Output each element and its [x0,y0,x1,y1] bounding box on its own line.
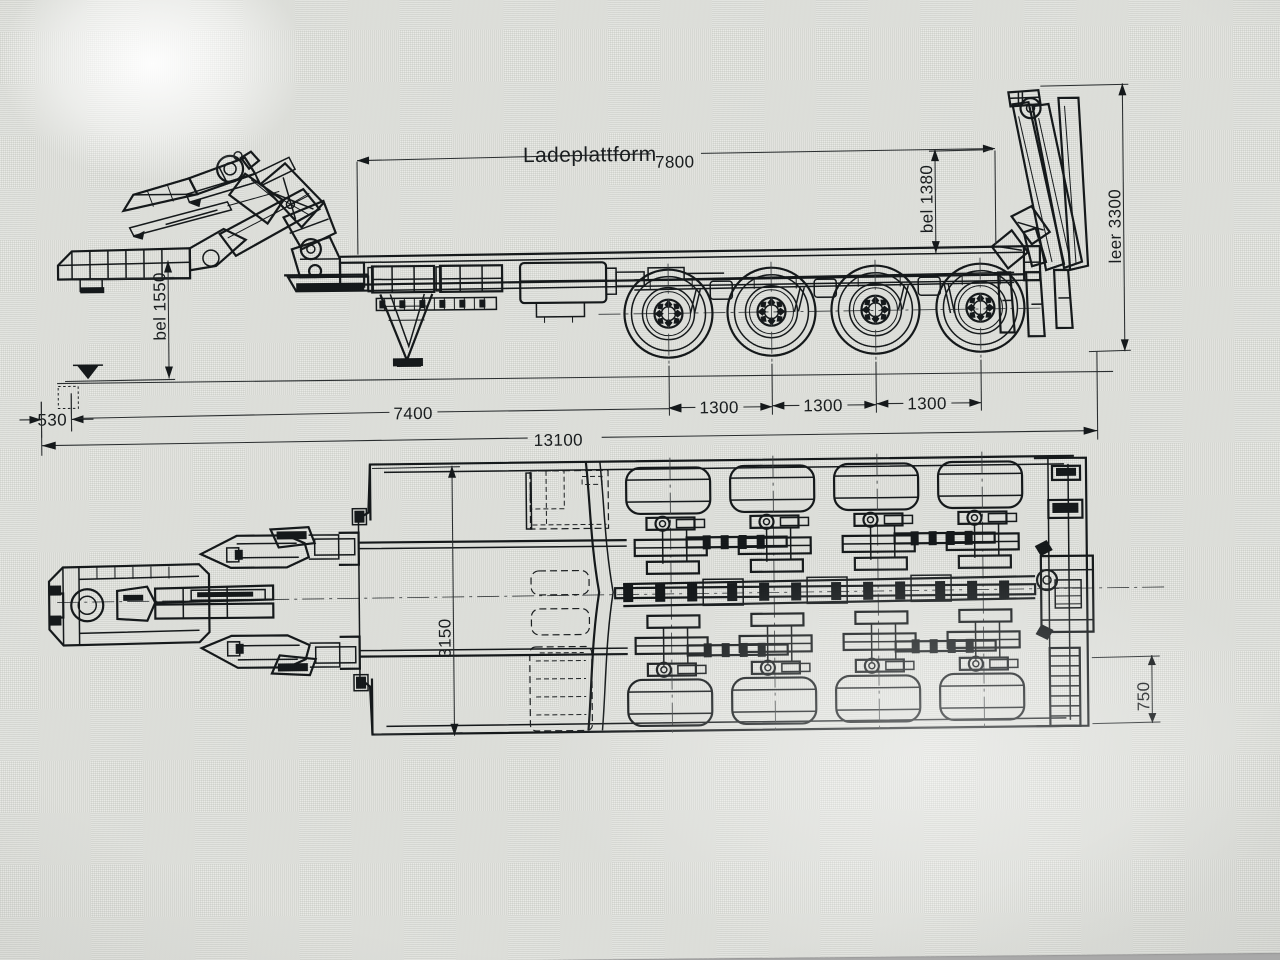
dim-530: 530 [19,393,94,438]
axle-cluster-2 [737,513,813,676]
label-ladeplattform: Ladeplattform [523,143,657,167]
plan-view: 3150 750 [47,451,1168,736]
dim-7400: 7400 [70,365,682,432]
axle-centerlines-plan [669,451,985,736]
dim-platform-7800: Ladeplattform 7800 [356,143,997,255]
chassis-side [338,245,1045,368]
axle-cluster-4 [945,509,1021,672]
label-530: 530 [37,410,67,429]
label-1300-a: 1300 [699,398,739,417]
hidden-lockers-plan [525,469,610,732]
chassis-toolboxes [367,264,504,294]
side-view: Ladeplattform 7800 bel 1550 [19,83,1131,456]
wheel-axle-1 [623,263,714,366]
landing-gear [379,293,434,368]
label-leer-3300: leer 3300 [1105,189,1125,264]
label-750: 750 [1134,681,1153,711]
axle-assemblies-plan [358,509,1037,678]
suspension-side [634,271,1015,314]
dim-axle-spacings: 1300 1300 1300 [669,359,982,417]
dim-750: 750 [1091,655,1161,725]
label-bel-1550: bel 1550 [150,272,170,341]
label-bel-1380: bel 1380 [917,165,937,234]
dim-bel-1380: bel 1380 [917,149,993,254]
drawbar-plan [47,563,275,647]
wheel-axle-4 [935,257,1026,360]
label-13100: 13100 [534,431,583,450]
dim-leer-3300: leer 3300 [1040,83,1131,353]
label-1300-c: 1300 [907,394,947,413]
wheel-axle-2 [726,261,817,364]
dim-13100: 13100 [40,351,1099,456]
label-7400: 7400 [393,404,433,423]
ground-line [57,370,1114,385]
frame-plan [351,454,1077,736]
tyres-plan [625,460,1026,728]
steering-linkage-front [198,525,361,677]
steering-shafts-plan [614,574,1037,607]
rear-plan-assembly [1033,456,1095,728]
dimensions-side-view: Ladeplattform 7800 bel 1550 [19,83,1131,456]
ground-datum-symbol [57,364,103,410]
wheel-axle-3 [830,259,921,362]
dim-3150: 3150 [371,465,463,736]
label-1300-b: 1300 [803,396,843,415]
label-3150: 3150 [435,618,454,658]
dimensions-plan-view: 3150 750 [371,465,1161,736]
wheels-side [623,257,1026,366]
rear-ramp-assembly [990,88,1090,338]
tank-side [518,261,618,323]
axle-cluster-1 [633,515,789,678]
label-7800: 7800 [655,152,695,171]
dim-bel-1550: bel 1550 [65,260,176,383]
